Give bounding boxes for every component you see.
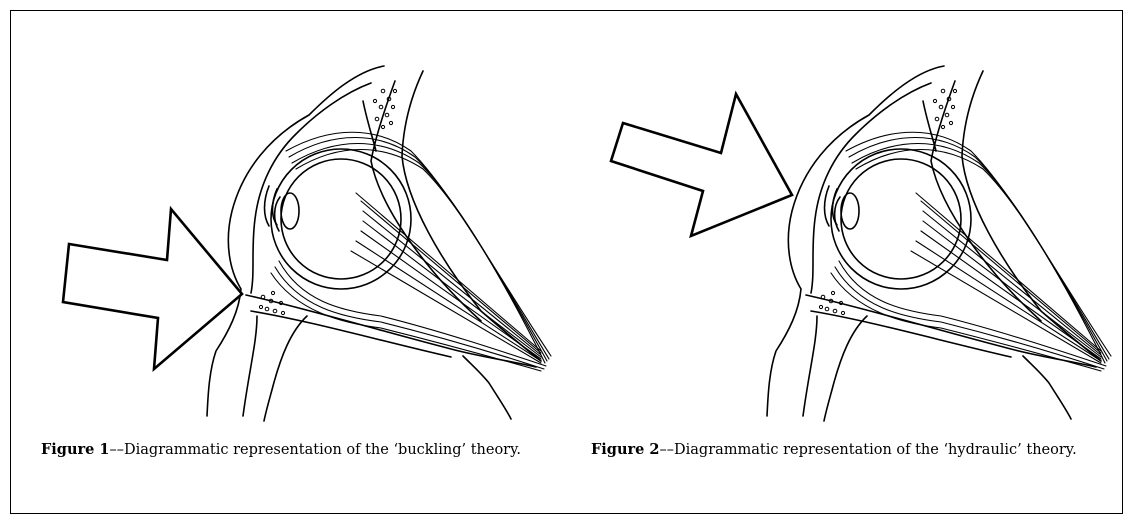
orbit-diagram-2 [571, 11, 1127, 431]
figure-2-caption: Figure 2––Diagrammatic representation of… [591, 441, 1077, 458]
orbit-anatomy [207, 66, 551, 421]
figure-2-text: ––Diagrammatic representation of the ‘hy… [660, 442, 1077, 458]
orbit-anatomy [767, 66, 1111, 421]
figure-2-label: Figure 2 [591, 441, 660, 458]
force-arrow [63, 209, 242, 369]
figure-1-caption: Figure 1––Diagrammatic representation of… [41, 441, 521, 458]
figure-panel: Figure 1––Diagrammatic representation of… [10, 10, 1123, 514]
force-arrow [611, 94, 792, 236]
orbit-diagram-1 [11, 11, 567, 431]
figure-1-text: ––Diagrammatic representation of the ‘bu… [110, 442, 521, 458]
figure-1-label: Figure 1 [41, 441, 110, 458]
